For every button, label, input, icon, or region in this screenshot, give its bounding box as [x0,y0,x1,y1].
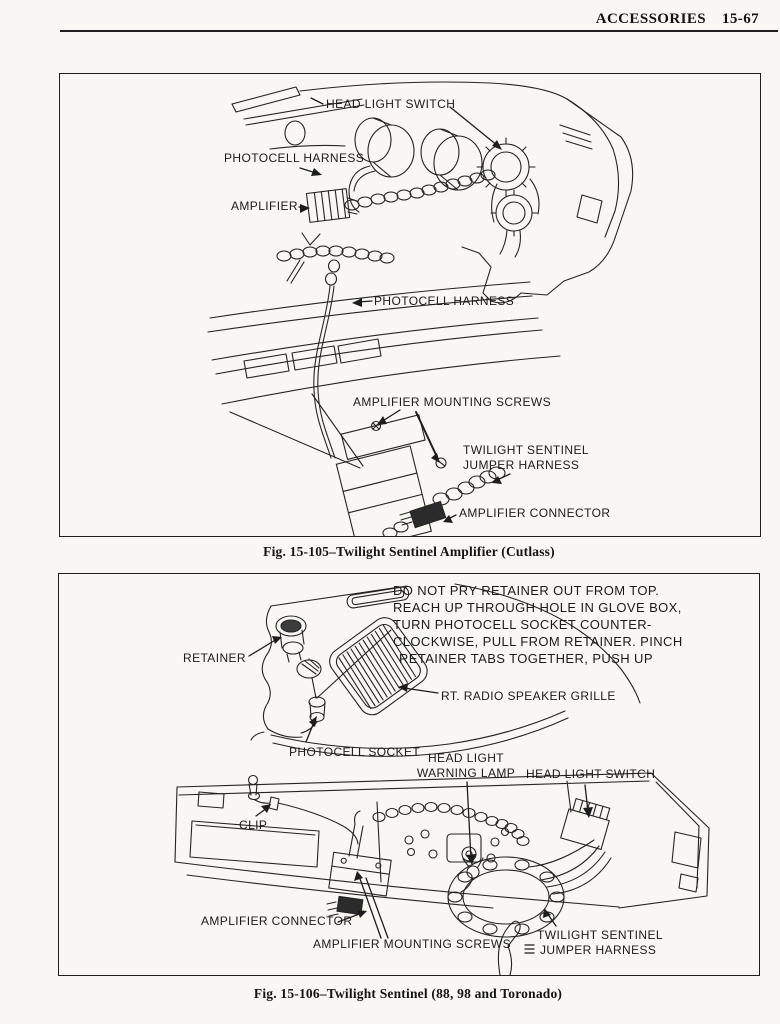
note-line-5: RETAINER TABS TOGETHER, PUSH UP [399,651,653,666]
label-retainer: RETAINER [183,651,246,665]
speaker-grille-drawing [329,617,428,716]
fig1-leader-arrows [298,97,511,523]
amplifier-bracket-drawing [268,796,521,975]
note-line-2: REACH UP THROUGH HOLE IN GLOVE BOX, [393,600,682,615]
label-photocell-harness-mid: PHOTOCELL HARNESS [374,294,515,308]
label-photocell-socket: PHOTOCELL SOCKET [289,745,421,759]
figure-15-105-frame: HEAD LIGHT SWITCH PHOTOCELL HARNESS AMPL… [59,73,761,537]
label-speaker-grille: RT. RADIO SPEAKER GRILLE [441,689,616,703]
label-amplifier-connector-2: AMPLIFIER CONNECTOR [201,914,353,928]
note-line-1: DO NOT PRY RETAINER OUT FROM TOP. [393,583,660,598]
label-jumper-harness-line2: JUMPER HARNESS [463,458,580,472]
instrument-panel-trim-drawing [207,281,561,469]
label-jumper-harness-2-line2: JUMPER HARNESS [540,943,657,957]
dash-panel-drawing [231,81,634,304]
retainer-drawing [275,615,322,699]
page-header: ACCESSORIES 15-67 [596,11,759,28]
label-jumper-harness-line1: TWILIGHT SENTINEL [463,443,589,457]
fig2-line-art [174,583,710,975]
label-amplifier-mounting-screws: AMPLIFIER MOUNTING SCREWS [353,395,552,409]
note-line-3: TURN PHOTOCELL SOCKET COUNTER- [393,617,652,632]
label-clip: CLIP [239,818,268,832]
label-amplifier: AMPLIFIER [231,199,298,213]
glove-box-area-drawing [261,583,641,738]
header-rule [60,30,778,32]
figure-15-106-frame: DO NOT PRY RETAINER OUT FROM TOP. REACH … [58,573,760,976]
label-warning-lamp-line2: WARNING LAMP [416,766,516,780]
label-warning-lamp-line1: HEAD LIGHT [427,751,504,765]
label-head-light-switch-2: HEAD LIGHT SWITCH [526,767,656,781]
label-photocell-harness-top: PHOTOCELL HARNESS [224,151,365,165]
label-jumper-harness-2-line1: TWILIGHT SENTINEL [537,928,663,942]
photocell-socket-drawing [247,629,392,804]
label-amplifier-connector: AMPLIFIER CONNECTOR [459,506,611,520]
header-page-number: 15-67 [722,11,759,27]
label-head-light-switch: HEAD LIGHT SWITCH [326,97,456,111]
fig1-line-art [207,81,634,536]
header-section-title: ACCESSORIES [595,11,706,27]
label-amplifier-mounting-screws-2: AMPLIFIER MOUNTING SCREWS [313,937,512,951]
note-line-4: CLOCKWISE, PULL FROM RETAINER. PINCH [393,634,683,649]
dashboard-drawing [174,772,710,909]
figure-15-106-caption: Fig. 15-106–Twilight Sentinel (88, 98 an… [253,986,563,1001]
fig2-leader-arrows [248,636,593,954]
figure-15-105-caption: Fig. 15-105–Twilight Sentinel Amplifier … [263,544,555,559]
photocell-harness-drawing [344,165,496,213]
cowl-drawing [250,710,569,757]
lower-harness-drawing [276,232,395,459]
head-light-switch-drawing [476,137,540,258]
